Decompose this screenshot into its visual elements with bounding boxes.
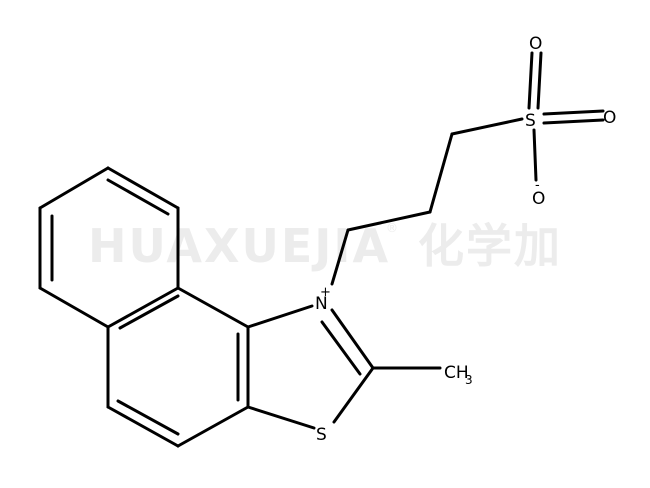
bond-n-c2 <box>330 308 375 370</box>
watermark-chinese: 化学加 <box>418 219 562 273</box>
bond-c4a-c9b <box>176 286 250 329</box>
naphthalene-right-ring <box>106 286 250 448</box>
bond-c3a-c4 <box>176 405 250 448</box>
watermark-registered: ® <box>386 221 398 235</box>
atom-oxygen-bottom: O <box>532 189 545 209</box>
atom-sulfur-ring: S <box>316 425 327 445</box>
methyl-carbon: CH <box>444 363 469 383</box>
bond-ca-cb <box>346 210 432 232</box>
bond-c6-c5 <box>38 286 110 329</box>
bond-c8a-c8 <box>106 166 180 210</box>
sulfonate-group <box>527 51 605 182</box>
atom-oxygen-right: O <box>603 108 616 128</box>
bond-c4-c5 <box>106 405 180 448</box>
bond-s-o-top-b <box>536 51 543 110</box>
bond-cb-cc <box>428 132 454 214</box>
bond-c4a-c5-inner <box>118 294 180 330</box>
bond-c4-c5-inner <box>116 399 180 436</box>
nitrogen-charge: + <box>320 285 331 300</box>
atom-nitrogen: N <box>315 294 328 314</box>
atom-labels: N + S CH 3 S O O O - <box>315 34 616 445</box>
thiazolium-ring <box>246 304 442 430</box>
bond-c9b-n <box>246 304 314 329</box>
methyl-subscript: 3 <box>465 373 473 387</box>
bond-s-o-top-a <box>527 51 534 110</box>
watermark: HUAXUEJIA ® 化学加 <box>88 219 562 273</box>
naphthalene-left-ring <box>38 166 180 329</box>
bond-cc-s <box>450 117 524 136</box>
atom-oxygen-top: O <box>529 34 542 54</box>
propyl-chain <box>330 117 524 286</box>
bond-s-o-right-a <box>542 109 605 116</box>
bond-s-c3a <box>246 405 316 430</box>
bond-c2-s <box>332 366 375 424</box>
bond-n-c2-inner <box>320 320 362 376</box>
bond-c5-c4a <box>106 286 180 329</box>
bond-s-o-bottom <box>532 128 538 182</box>
oxygen-charge: - <box>535 178 540 193</box>
bond-s-o-right-b <box>542 118 605 125</box>
bond-n-ca <box>330 228 350 286</box>
bond-c8a-c8-inner <box>106 178 170 216</box>
bond-c8-c7 <box>38 166 110 210</box>
atom-sulfur-sulfonate-label: S <box>525 111 536 131</box>
